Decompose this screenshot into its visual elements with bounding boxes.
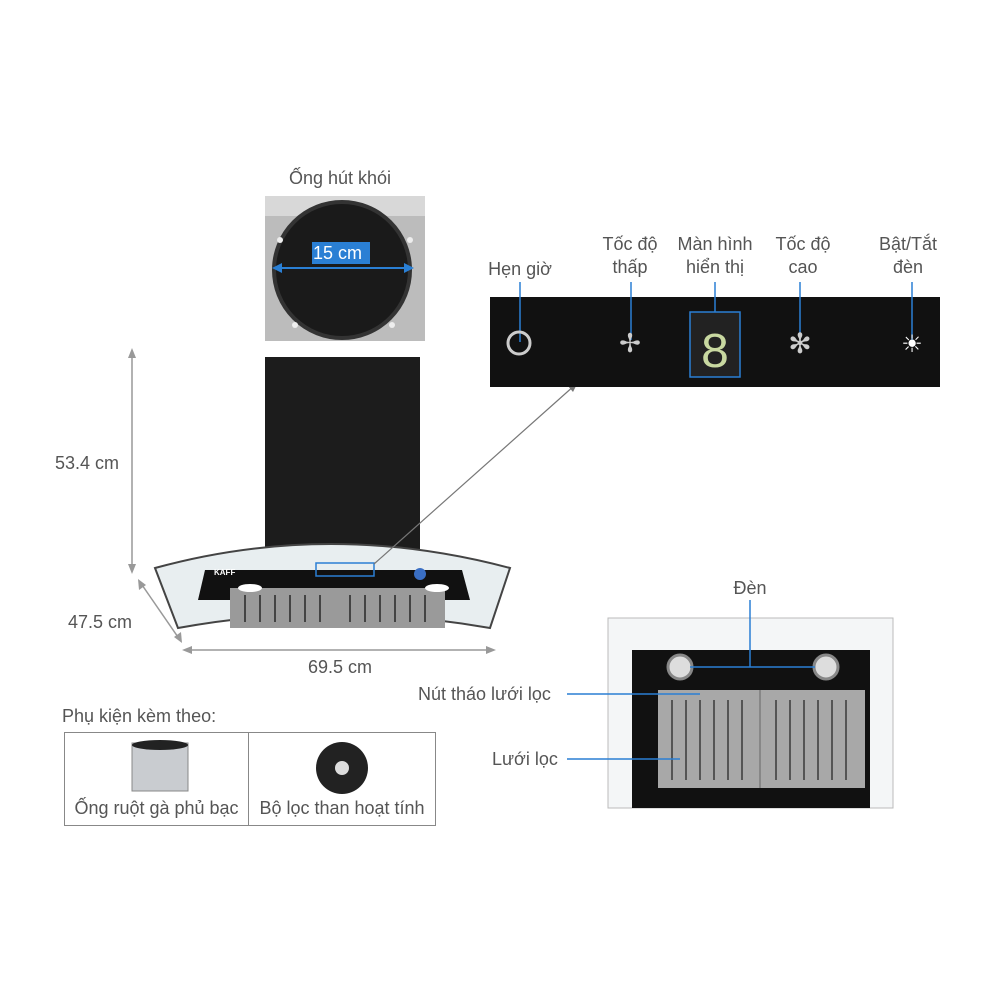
underside-photo [567,600,894,809]
range-hood [153,357,578,630]
duct-photo [265,196,425,341]
clock-icon [506,330,532,356]
light-icon: ☀ [901,331,923,358]
svg-text:8: 8 [700,326,730,383]
width-dimension: 69.5 cm [308,657,373,677]
accessories-title: Phụ kiện kèm theo: [62,706,217,726]
fan-low-icon: ✢ [619,328,641,358]
depth-dimension: 47.5 cm [68,612,133,632]
digit-display [689,311,741,378]
dimension-lines [131,352,492,651]
accessory-flex-duct: Ống ruột gà phủ bạc [74,798,239,818]
filter-release-label: Nút tháo lưới lọc [418,684,551,704]
brand-logo: KAFF [214,568,236,577]
timer-label: Hẹn giờ [488,259,552,279]
light-label: Đèn [733,578,767,598]
filter-label: Lưới lọc [492,749,558,769]
fan-high-icon: ✻ [788,328,811,359]
height-dimension: 53.4 cm [55,453,120,473]
accessory-cell [248,732,436,826]
accessory-carbon-filter: Bộ lọc than hoạt tính [259,798,425,818]
duct-title: Ống hút khói [288,168,392,188]
control-panel: ✢ 8 ✻ ☀ [490,282,940,387]
duct-diameter: 15 cm [313,243,363,263]
